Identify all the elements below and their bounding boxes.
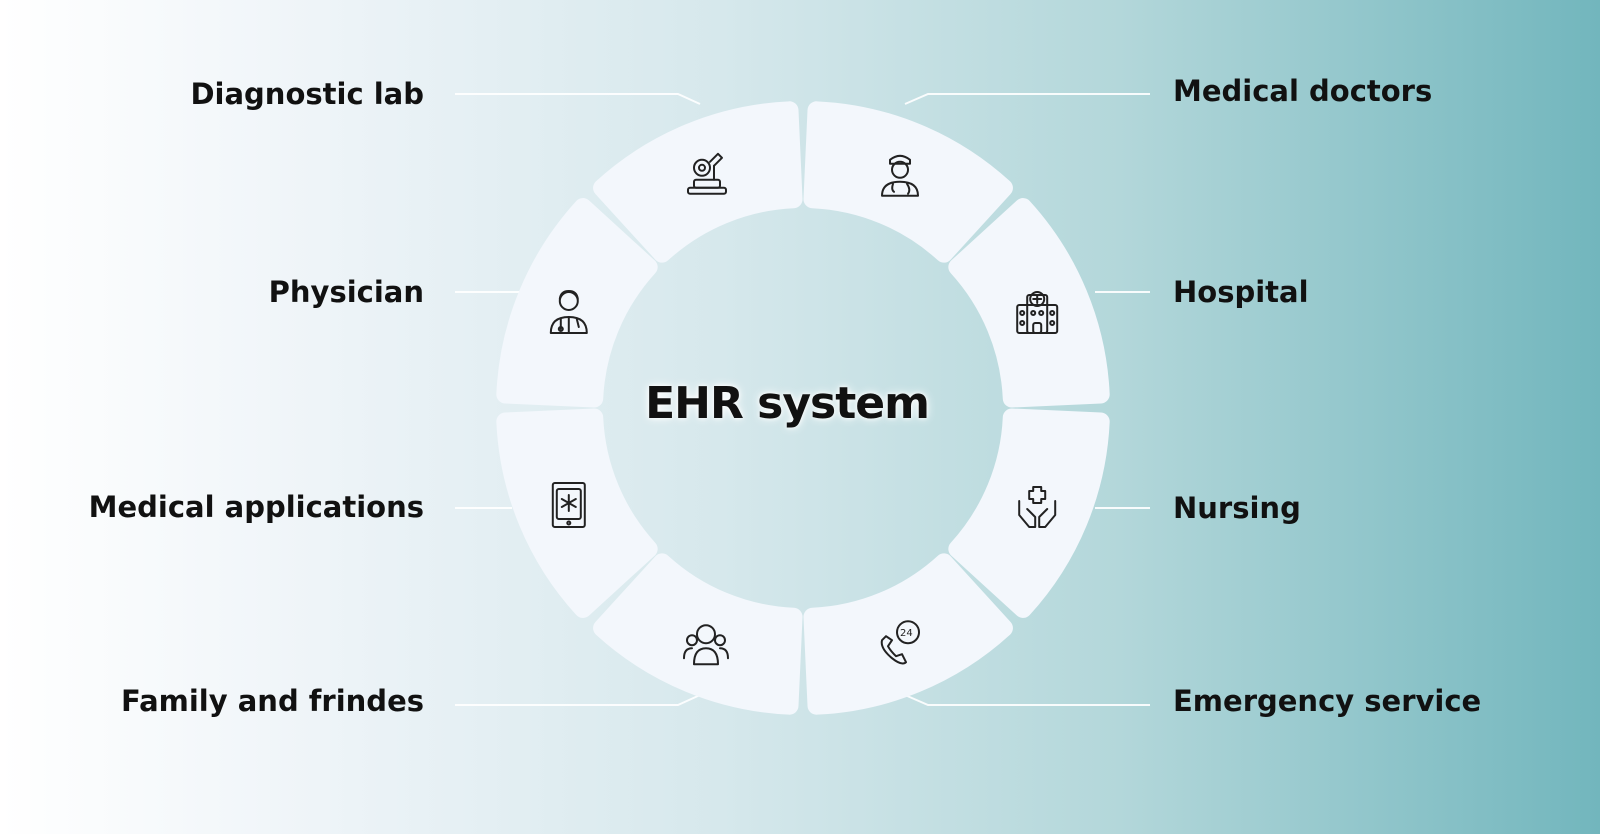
- label-emergency-service: Emergency service: [1173, 684, 1482, 718]
- segment-diagnostic-lab: [593, 101, 803, 263]
- label-physician: Physician: [268, 275, 424, 309]
- connector-line: [455, 93, 701, 105]
- connector-line: [455, 694, 701, 706]
- tablet-app-icon: [551, 482, 586, 529]
- label-medical-applications: Medical applications: [88, 490, 424, 524]
- physician-icon: [549, 289, 588, 334]
- label-diagnostic-lab: Diagnostic lab: [190, 77, 424, 111]
- emergency-phone-24-icon: 24: [880, 620, 921, 665]
- label-medical-doctors: Medical doctors: [1173, 74, 1433, 108]
- hospital-building-icon: [1016, 290, 1059, 334]
- segment-hospital: [948, 198, 1110, 408]
- segment-medical-applications: [496, 408, 658, 618]
- caring-hands-icon: [1018, 486, 1057, 529]
- label-family-and-friends: Family and frindes: [120, 684, 424, 718]
- connector-line: [904, 694, 1150, 706]
- label-hospital: Hospital: [1173, 275, 1309, 309]
- microscope-icon: [686, 152, 727, 195]
- family-group-icon: [682, 624, 729, 666]
- connector-line: [904, 93, 1150, 105]
- label-nursing: Nursing: [1173, 491, 1301, 525]
- svg-text:24: 24: [900, 628, 913, 639]
- diagram-title: EHR system: [645, 378, 930, 429]
- segment-emergency-service: [803, 553, 1013, 715]
- segment-nursing: [948, 408, 1110, 618]
- doctor-icon: [881, 154, 920, 197]
